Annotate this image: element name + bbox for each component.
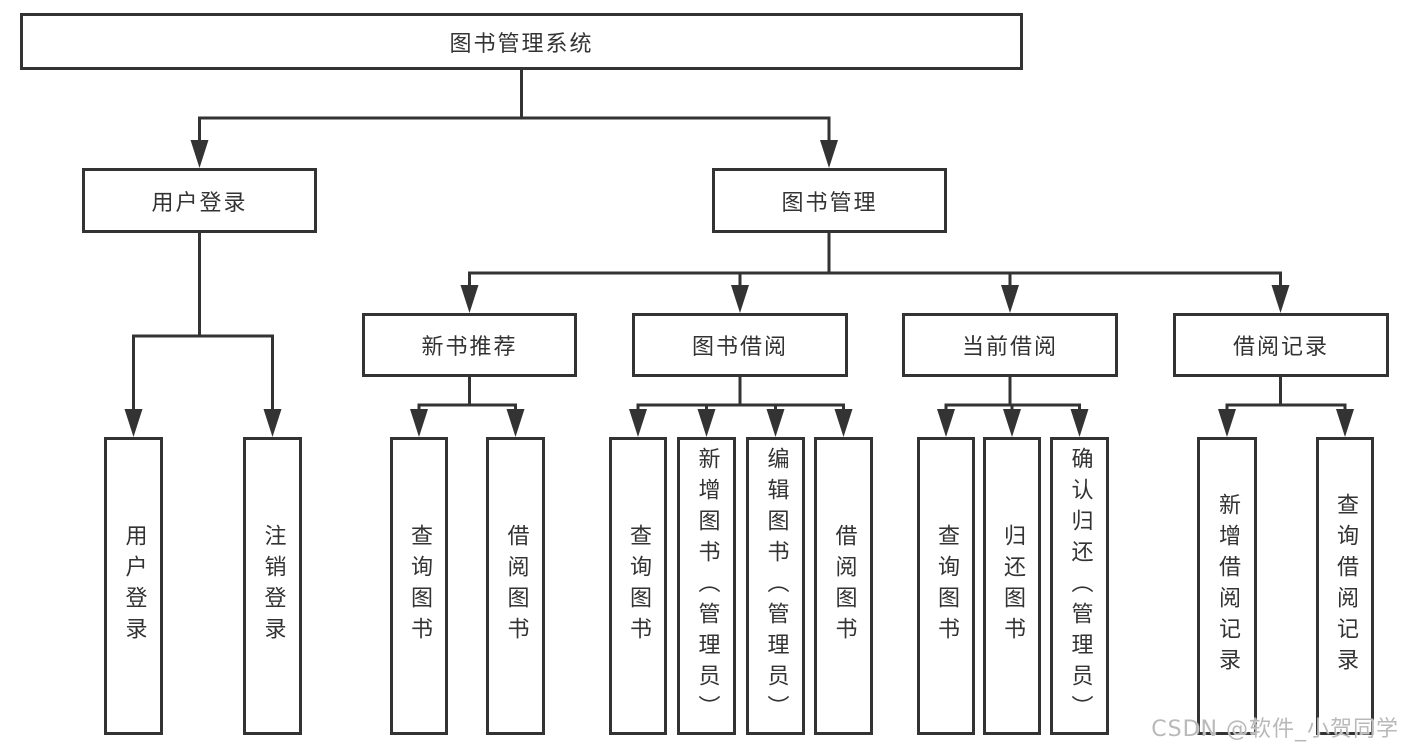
- leaf-add-books-admin: 新增图书（管理员）: [677, 437, 736, 735]
- node-label: 查询图书: [626, 524, 651, 648]
- node-label: 查询借阅记录: [1333, 493, 1358, 679]
- connector-book-mgmt-to-level3: [468, 233, 1282, 290]
- node-label: 编辑图书（管理员）: [763, 446, 789, 726]
- connector-root-to-level2: [198, 70, 831, 144]
- node-label: 借阅图书: [503, 524, 529, 648]
- connector-user-login-group: [132, 233, 274, 414]
- leaf-borrow-books-recommend: 借阅图书: [486, 437, 545, 735]
- node-label: 借阅记录: [1232, 335, 1329, 360]
- leaf-query-books-current: 查询图书: [917, 437, 975, 735]
- leaf-borrow-books: 借阅图书: [814, 437, 873, 735]
- node-current-borrowing: 当前借阅: [902, 313, 1118, 377]
- connector-current-borrow-group: [944, 377, 1081, 414]
- node-label: 图书管理: [781, 190, 878, 216]
- connector-borrow-record-group: [1225, 377, 1347, 414]
- node-label: 用户登录: [121, 524, 147, 648]
- leaf-query-books-borrow: 查询图书: [609, 437, 667, 735]
- node-library-management-system: 图书管理系统: [20, 13, 1023, 70]
- node-label: 图书借阅: [691, 335, 788, 360]
- node-book-management: 图书管理: [712, 168, 947, 233]
- leaf-return-books: 归还图书: [983, 437, 1041, 735]
- node-user-login: 用户登录: [82, 168, 317, 233]
- leaf-query-books-recommend: 查询图书: [390, 437, 448, 735]
- connector-new-book-group: [417, 377, 517, 414]
- node-label: 确认归还（管理员）: [1067, 446, 1093, 726]
- node-label: 借阅图书: [831, 524, 857, 648]
- node-borrowing-records: 借阅记录: [1173, 313, 1389, 377]
- node-label: 新增借阅记录: [1215, 493, 1240, 679]
- leaf-edit-books-admin: 编辑图书（管理员）: [746, 437, 805, 735]
- connector-book-borrow-group: [636, 377, 845, 414]
- node-new-book-recommend: 新书推荐: [362, 313, 577, 377]
- leaf-query-borrow-record: 查询借阅记录: [1316, 437, 1374, 735]
- node-label: 新增图书（管理员）: [694, 446, 720, 726]
- node-label: 用户登录: [151, 190, 248, 216]
- leaf-user-login: 用户登录: [104, 437, 163, 735]
- node-label: 注销登录: [260, 524, 286, 648]
- node-label: 图书管理系统: [449, 31, 594, 57]
- arrowheads: [124, 140, 1354, 437]
- leaf-confirm-return-admin: 确认归还（管理员）: [1050, 437, 1109, 735]
- leaf-add-borrow-record: 新增借阅记录: [1197, 437, 1257, 735]
- node-label: 查询图书: [934, 524, 959, 648]
- node-label: 查询图书: [407, 524, 432, 648]
- node-label: 当前借阅: [961, 335, 1058, 360]
- node-label: 新书推荐: [421, 335, 518, 360]
- node-book-borrowing: 图书借阅: [632, 313, 848, 377]
- node-label: 归还图书: [1000, 524, 1025, 648]
- leaf-logout: 注销登录: [243, 437, 302, 735]
